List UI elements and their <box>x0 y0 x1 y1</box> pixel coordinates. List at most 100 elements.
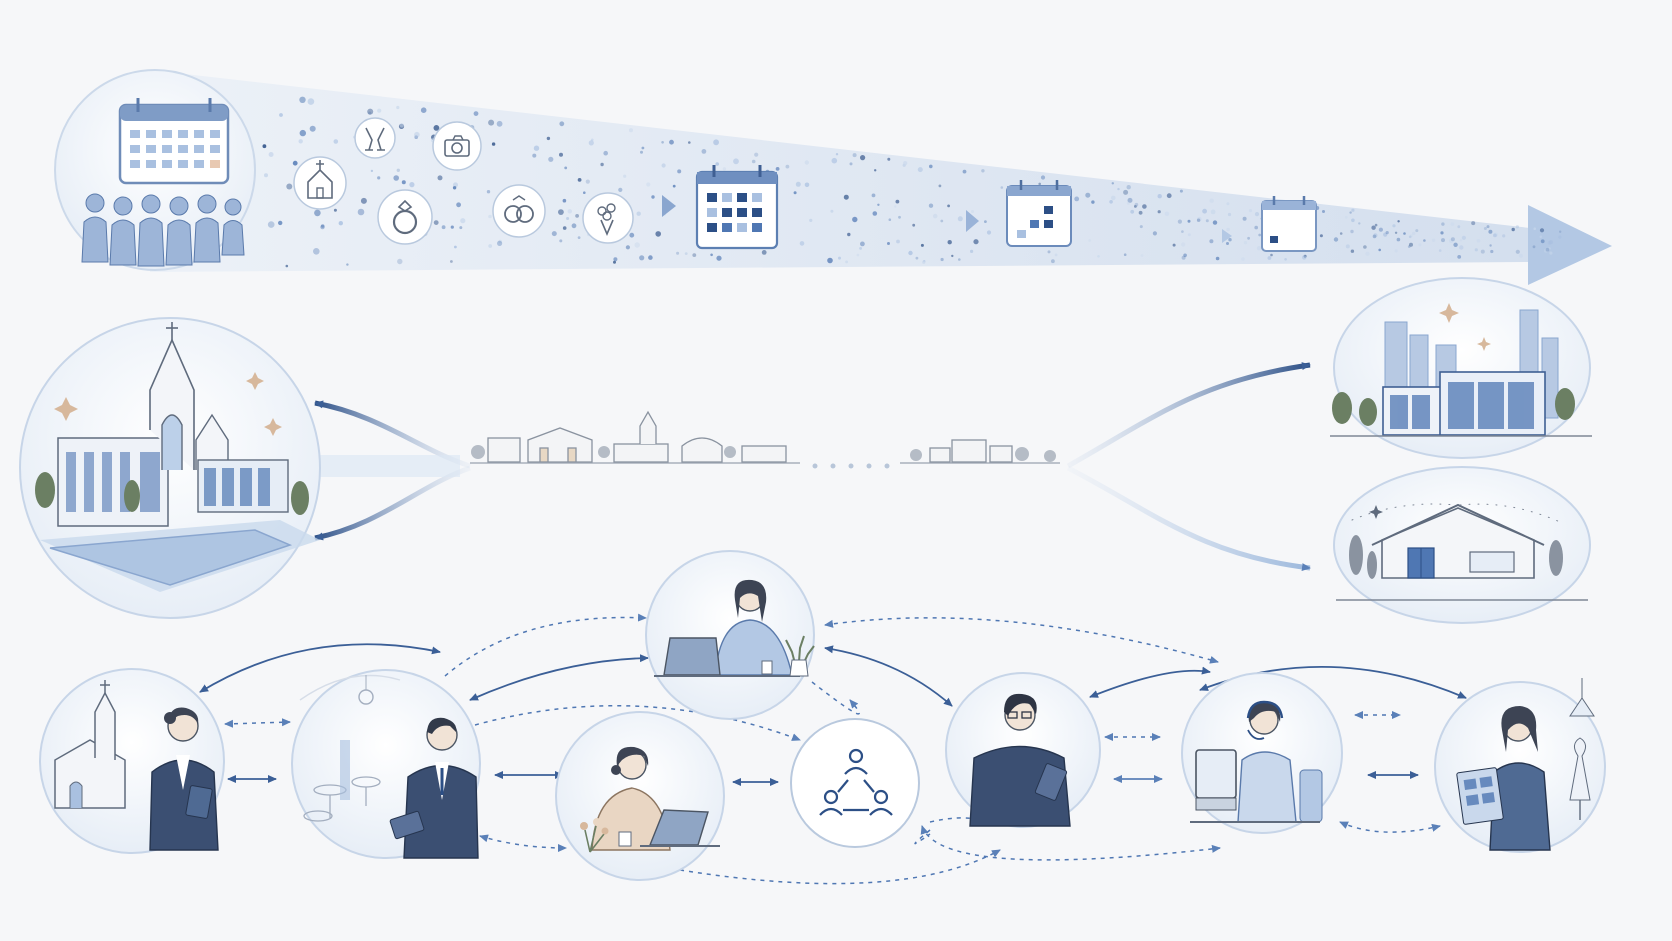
dot <box>370 169 374 173</box>
dot <box>1349 211 1352 214</box>
dot <box>298 139 303 144</box>
dot <box>804 160 809 165</box>
dot <box>1157 194 1162 199</box>
dot <box>898 215 901 219</box>
dot <box>1242 216 1247 221</box>
dot <box>488 244 493 248</box>
dot <box>1396 237 1401 242</box>
calendar-icon <box>1006 180 1072 247</box>
dot <box>639 255 645 261</box>
dot <box>1202 208 1207 214</box>
dot <box>1493 233 1497 238</box>
dot <box>1157 210 1161 214</box>
dot <box>1383 232 1388 237</box>
dot <box>600 162 604 167</box>
dot <box>1177 219 1182 224</box>
dot <box>1130 209 1135 214</box>
dot <box>1408 235 1412 239</box>
dot <box>546 136 551 141</box>
dot <box>1385 231 1389 235</box>
dot <box>1457 225 1461 229</box>
dot <box>473 111 479 116</box>
dot <box>852 216 858 223</box>
dot <box>1533 227 1536 230</box>
dot <box>1254 225 1258 230</box>
dot <box>1117 187 1120 191</box>
dot <box>761 250 767 255</box>
dot <box>401 180 406 185</box>
dot <box>399 123 404 128</box>
funnel-band <box>150 70 1530 272</box>
dot <box>1227 212 1232 217</box>
dot <box>1187 233 1191 237</box>
dot <box>575 214 579 218</box>
dot <box>1302 255 1307 260</box>
dot <box>1489 244 1492 247</box>
dot <box>932 213 938 219</box>
dot <box>1371 225 1376 230</box>
florist-planner-icon <box>555 711 725 881</box>
dot <box>843 194 849 200</box>
dot <box>1172 243 1176 247</box>
dot <box>1449 238 1454 243</box>
dot <box>1228 238 1232 242</box>
dot <box>1358 222 1361 225</box>
dot <box>1040 175 1046 180</box>
dot <box>1134 202 1139 207</box>
dot <box>577 178 582 182</box>
dot <box>1515 249 1520 254</box>
dot <box>567 209 572 214</box>
dot <box>420 107 427 113</box>
dot <box>456 202 461 208</box>
dot <box>1539 235 1543 239</box>
dot <box>314 209 321 217</box>
dot <box>1209 198 1214 203</box>
dot <box>1243 241 1248 245</box>
dot <box>1490 249 1494 254</box>
venue-manager-icon <box>291 669 481 859</box>
dot <box>636 211 641 216</box>
dot <box>1196 218 1201 222</box>
dot <box>1476 239 1481 243</box>
dot <box>661 141 664 144</box>
dot <box>583 191 586 194</box>
dot <box>908 250 913 256</box>
dot <box>1051 259 1055 264</box>
dot <box>450 225 454 229</box>
dot <box>903 161 908 166</box>
dot <box>1558 235 1562 239</box>
dot <box>1038 182 1041 186</box>
dot <box>1350 249 1355 253</box>
dot <box>1450 222 1455 227</box>
dot <box>1126 185 1131 190</box>
dot <box>1097 254 1100 258</box>
dot <box>267 221 275 228</box>
dot <box>1549 251 1553 255</box>
dot <box>895 199 900 204</box>
dot <box>947 204 950 208</box>
dot <box>1000 186 1004 189</box>
dot <box>450 260 453 263</box>
dot <box>414 131 420 138</box>
dot <box>585 179 590 184</box>
dot <box>677 169 682 174</box>
dot <box>393 175 400 181</box>
dot <box>896 239 900 244</box>
dot <box>433 220 439 226</box>
dot <box>877 203 880 206</box>
dot <box>1134 205 1137 208</box>
venue-market-row <box>19 277 1592 624</box>
dot <box>498 239 502 244</box>
town-gap-dots <box>812 463 890 469</box>
dot <box>1267 256 1272 260</box>
occasion-icons <box>293 117 634 245</box>
dot <box>888 218 892 221</box>
dot <box>268 152 274 157</box>
dot <box>928 203 934 208</box>
dot <box>1091 200 1095 204</box>
dot <box>912 223 916 227</box>
dot <box>338 221 343 226</box>
bridal-stylist-icon <box>1434 678 1606 853</box>
dot <box>452 186 457 190</box>
